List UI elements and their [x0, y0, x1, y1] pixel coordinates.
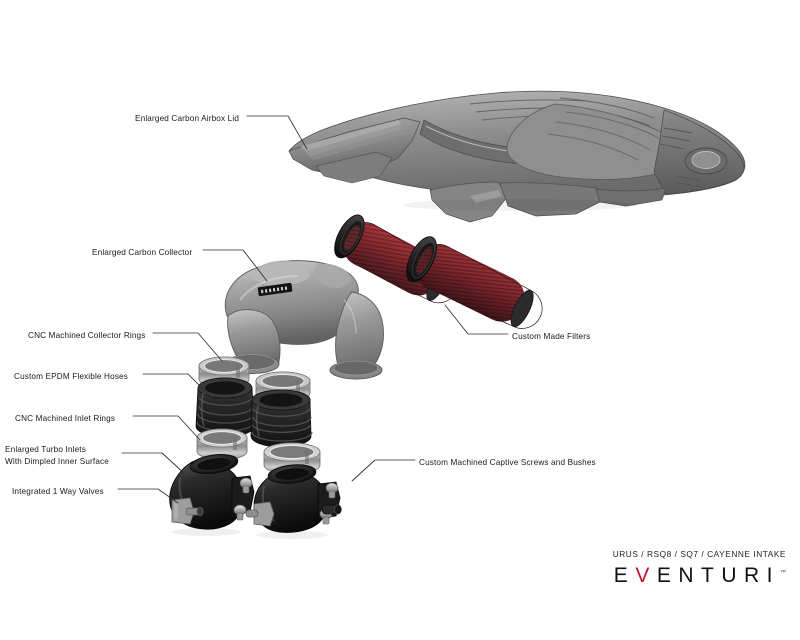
- leader-epdm-hoses: [142, 373, 215, 401]
- part-collector-ring-left: [198, 356, 250, 389]
- part-turbo-inlet-left: [169, 454, 255, 536]
- leader-turbo-inlets: [121, 452, 186, 475]
- part-turbo-inlet-right: [245, 464, 342, 539]
- trademark-symbol: ™: [780, 570, 786, 576]
- callout-inlet-rings-line1: CNC Machined Inlet Rings: [15, 414, 116, 423]
- leader-airbox-lid: [246, 115, 308, 150]
- callout-filters-line1: Custom Made Filters: [512, 332, 591, 341]
- leader-filters: [444, 304, 509, 335]
- leader-collector-rings: [152, 332, 223, 362]
- one-way-valve: [245, 501, 275, 527]
- callout-epdm-hoses: Custom EPDM Flexible Hoses: [14, 371, 128, 383]
- callout-turbo-inlets-line1: Enlarged Turbo Inlets: [5, 445, 86, 454]
- callout-collector-rings-line1: CNC Machined Collector Rings: [28, 331, 146, 340]
- callout-one-way-valves-line1: Integrated 1 Way Valves: [12, 487, 104, 496]
- callout-airbox-lid-line1: Enlarged Carbon Airbox Lid: [135, 114, 240, 123]
- logo-letter-e: E: [613, 564, 636, 587]
- callout-collector-line1: Enlarged Carbon Collector: [92, 248, 193, 257]
- part-inlet-ring-left: [196, 428, 248, 461]
- callout-airbox-lid: Enlarged Carbon Airbox Lid: [135, 113, 239, 125]
- callout-one-way-valves: Integrated 1 Way Valves: [12, 486, 104, 498]
- callout-captive-screws-line1: Custom Machined Captive Screws and Bushe…: [419, 458, 596, 467]
- part-collector: [224, 260, 384, 380]
- collector-badge: [257, 282, 293, 297]
- part-collector-ring-right: [255, 371, 311, 403]
- part-epdm-hose-left: [195, 377, 256, 438]
- callout-collector: Enlarged Carbon Collector: [92, 247, 192, 259]
- callout-turbo-inlets-line2: With Dimpled Inner Surface: [5, 456, 110, 466]
- part-inlet-ring-right: [263, 442, 321, 475]
- one-way-valve: [171, 497, 204, 525]
- part-epdm-hose-right: [250, 389, 313, 448]
- callout-captive-screws: Custom Machined Captive Screws and Bushe…: [419, 457, 596, 469]
- logo-letters-enturi: ENTURI: [656, 564, 780, 587]
- leader-collector: [202, 249, 268, 282]
- brand-block: URUS / RSQ8 / SQ7 / CAYENNE INTAKE EVENT…: [613, 549, 786, 588]
- captive-screw: [239, 477, 253, 494]
- captive-screw: [325, 482, 339, 499]
- eventuri-logo: EVENTURI™: [613, 564, 786, 588]
- callout-epdm-hoses-line1: Custom EPDM Flexible Hoses: [14, 372, 129, 381]
- outlet-stub: [321, 504, 342, 515]
- model-subtitle: URUS / RSQ8 / SQ7 / CAYENNE INTAKE: [612, 549, 786, 559]
- captive-screw: [233, 504, 247, 521]
- part-filters: [334, 214, 543, 329]
- part-airbox-lid: [288, 90, 746, 223]
- callout-collector-rings: CNC Machined Collector Rings: [28, 330, 146, 342]
- leader-one-way-valves: [117, 488, 179, 504]
- logo-letter-v: V: [635, 564, 657, 587]
- callout-filters: Custom Made Filters: [512, 331, 590, 343]
- leader-captive-screws: [351, 459, 416, 482]
- leader-inlet-rings: [132, 415, 201, 441]
- callout-inlet-rings: CNC Machined Inlet Rings: [15, 413, 115, 425]
- captive-screw: [319, 508, 333, 525]
